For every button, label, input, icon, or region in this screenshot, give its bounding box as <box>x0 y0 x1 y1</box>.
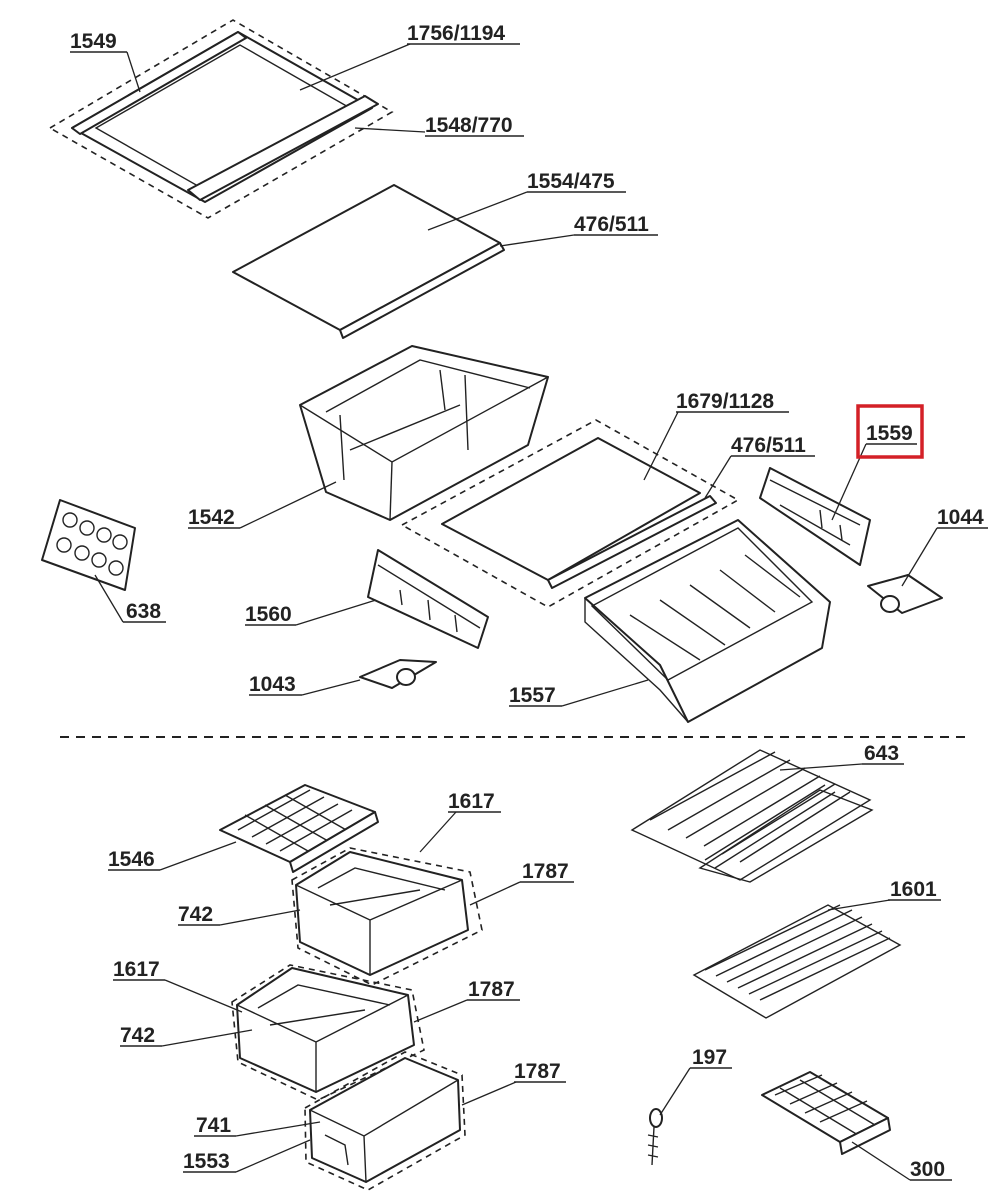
label-1554-475: 1554/475 <box>527 170 615 193</box>
leader-lines <box>94 43 938 1181</box>
label-1549: 1549 <box>70 30 117 53</box>
label-1756-1194: 1756/1194 <box>407 22 505 45</box>
part-bracket-1559 <box>759 467 871 566</box>
part-drawer-middle <box>231 964 425 1101</box>
label-476-511-b: 476/511 <box>731 434 806 457</box>
part-bin-1542 <box>299 345 549 521</box>
label-742-b: 742 <box>120 1024 155 1047</box>
label-1559: 1559 <box>866 422 913 445</box>
label-742-a: 742 <box>178 903 213 926</box>
label-1546: 1546 <box>108 848 155 871</box>
label-1617-a: 1617 <box>448 790 495 813</box>
part-glass-shelf-1679 <box>400 419 740 608</box>
part-support-1043 <box>359 659 437 689</box>
label-197: 197 <box>692 1046 727 1069</box>
label-1553: 1553 <box>183 1150 230 1173</box>
label-1548-770: 1548/770 <box>425 114 513 137</box>
part-filter-300 <box>761 1071 891 1155</box>
part-wire-shelf-643 <box>630 749 874 883</box>
label-1542: 1542 <box>188 506 235 529</box>
label-1787-a: 1787 <box>522 860 569 883</box>
label-741: 741 <box>196 1114 231 1137</box>
highlight-box-1559 <box>856 404 924 459</box>
part-drawer-upper <box>291 847 483 986</box>
part-grille-1546 <box>219 784 379 873</box>
label-1557: 1557 <box>509 684 556 707</box>
part-shelf-assembly-top <box>48 19 394 219</box>
label-638: 638 <box>126 600 161 623</box>
part-wire-shelf-1601 <box>692 904 902 1019</box>
part-glass-shelf-1554 <box>232 184 505 339</box>
label-643: 643 <box>864 742 899 765</box>
label-1044: 1044 <box>937 506 984 529</box>
label-476-511-a: 476/511 <box>574 213 649 236</box>
label-1679-1128: 1679/1128 <box>676 390 774 413</box>
part-egg-tray-638 <box>41 499 136 591</box>
label-1560: 1560 <box>245 603 292 626</box>
part-drawer-1557 <box>584 519 831 723</box>
part-number-labels: 1549 1756/1194 1548/770 1554/475 476/511… <box>70 22 988 1181</box>
label-1787-b: 1787 <box>468 978 515 1001</box>
part-bracket-1560 <box>367 549 489 649</box>
label-1601: 1601 <box>890 878 937 901</box>
label-1043: 1043 <box>249 673 296 696</box>
label-1787-c: 1787 <box>514 1060 561 1083</box>
part-support-1044 <box>867 574 943 614</box>
part-screw-197 <box>647 1108 663 1166</box>
label-300: 300 <box>910 1158 945 1181</box>
label-1617-b: 1617 <box>113 958 160 981</box>
part-drawer-lower <box>304 1051 466 1191</box>
